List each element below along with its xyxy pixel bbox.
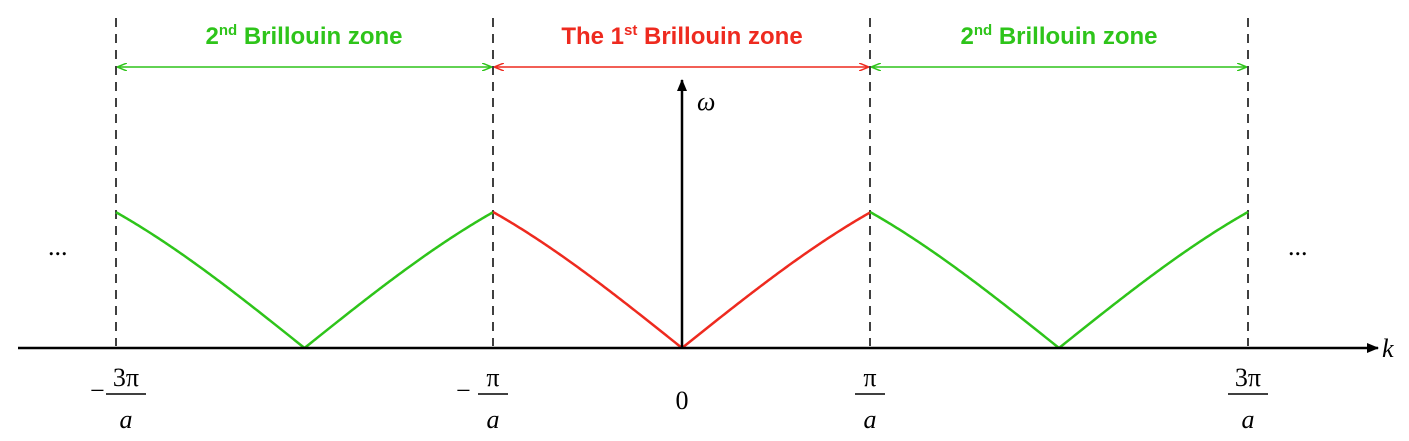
second-zone-right-curve-b [1058,210,1249,349]
tick-minus-pi-a: − π a [456,363,508,434]
tick-denominator: a [487,405,500,434]
tick-numerator: π [863,363,876,392]
right-ellipsis: ... [1288,232,1308,261]
tick-numerator: π [486,363,499,392]
second-zone-left-curve-a [115,211,306,349]
dispersion-curves [115,210,1249,349]
tick-sign: − [90,376,105,405]
tick-denominator: a [1242,405,1255,434]
left-ellipsis: ... [48,232,68,261]
first-zone-curve-right [681,211,871,349]
k-axis-label: k [1382,334,1394,363]
tick-zero: 0 [676,386,689,415]
tick-denominator: a [864,405,877,434]
zone-boundaries [115,18,1249,346]
tick-numerator: 3π [113,363,139,392]
tick-denominator: a [120,405,133,434]
second-zone-left-label: 2nd Brillouin zone [205,22,402,50]
first-zone-curve-left [492,210,683,349]
second-zone-right-label: 2nd Brillouin zone [960,22,1157,50]
tick-numerator: 3π [1235,363,1261,392]
tick-plus-pi-a: π a [855,363,885,434]
second-zone-right-curve-a [869,210,1060,349]
tick-minus-3pi-a: − 3π a [90,363,146,434]
tick-plus-3pi-a: 3π a [1228,363,1268,434]
second-zone-left-curve-b [303,211,494,349]
first-zone-label: The 1st Brillouin zone [561,22,802,50]
omega-axis-label: ω [697,87,715,116]
tick-sign: − [456,376,471,405]
